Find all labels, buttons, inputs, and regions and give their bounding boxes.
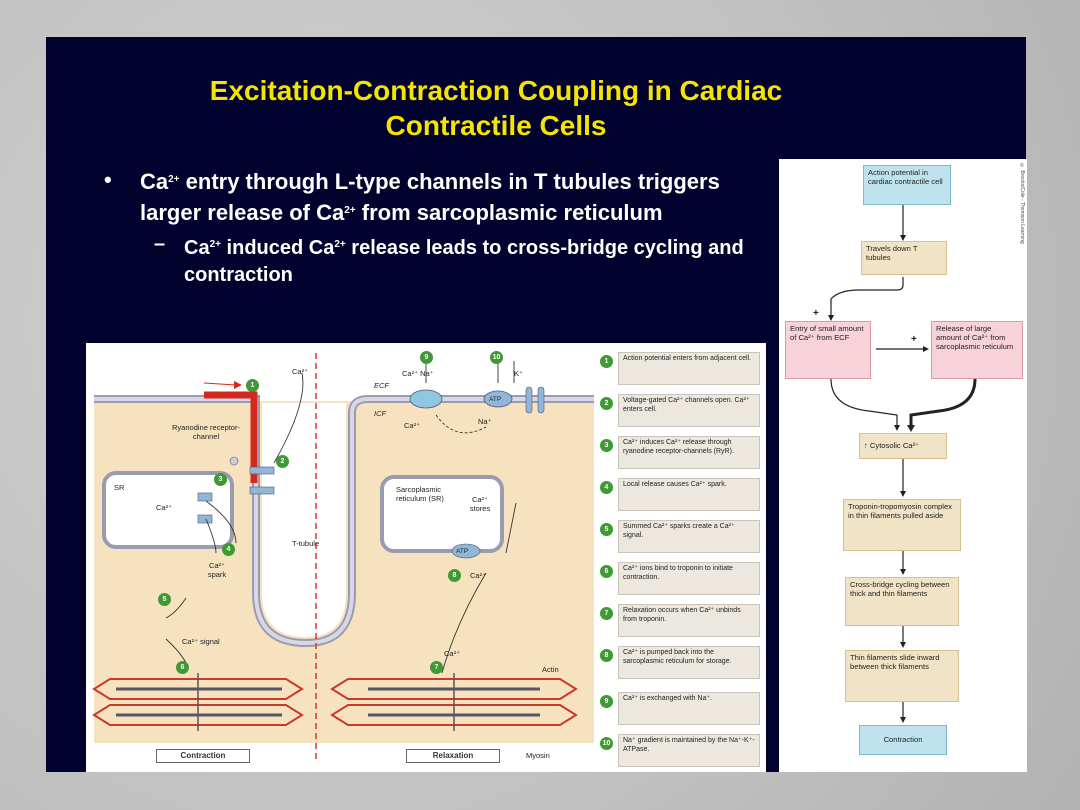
label-sr: SR [114,483,125,492]
label-atp-2: ATP [456,548,469,555]
diagram-step-8: 8 [448,569,461,582]
label-atp-1: ATP [489,396,502,403]
flow-cytosolic-ca: ↑ Cytosolic Ca²⁺ [859,433,947,459]
cell-illustration [92,353,594,763]
label-ca-spark: Ca²⁺ spark [207,561,227,579]
step-item: 7 Relaxation occurs when Ca²⁺ unbinds fro… [600,603,766,639]
b1-text-b: entry through L-type channels in T tubul… [140,169,720,225]
bullet-list: •Ca2+ entry through L-type channels in T… [104,165,754,289]
flow-plus-2: + [911,334,917,345]
diagram-step-2: 2 [276,455,289,468]
diagram-step-7: 7 [430,661,443,674]
step-item: 6 Ca²⁺ ions bind to troponin to initiate … [600,561,766,597]
cell-diagram: 1 2 3 4 5 6 7 8 9 10 Ryanodine receptor-… [86,343,766,772]
caption-relaxation: Relaxation [406,749,500,763]
flow-release-large-ca: Release of large amount of Ca²⁺ from sar… [931,321,1023,379]
step-text: Summed Ca²⁺ sparks create a Ca²⁺ signal. [618,520,760,553]
step-number: 8 [600,649,613,662]
step-item: 5 Summed Ca²⁺ sparks create a Ca²⁺ signal… [600,519,766,555]
label-ca-signal: Ca²⁺ signal [182,637,220,646]
step-item: 2 Voltage-gated Ca²⁺ channels open. Ca²⁺ … [600,393,766,429]
label-ca-in: Ca²⁺ [404,421,421,430]
bullet-sub: –Ca2+ induced Ca2+ release leads to cros… [154,233,744,286]
label-k: K⁺ [514,369,523,378]
label-t-tubule: T-tubule [292,539,320,548]
step-text: Ca²⁺ is pumped back into the sarcoplasmi… [618,646,760,679]
label-actin: Actin [542,665,559,674]
diagram-step-10: 10 [490,351,503,364]
step-item: 9 Ca²⁺ is exchanged with Na⁺. [600,691,766,727]
label-ryanodine: Ryanodine receptor-channel [172,423,240,441]
step-text: Voltage-gated Ca²⁺ channels open. Ca²⁺ e… [618,394,760,427]
b2-sup-a: 2+ [209,239,221,250]
step-item: 8 Ca²⁺ is pumped back into the sarcoplasm… [600,645,766,681]
slide-title: Excitation-Contraction Coupling in Cardi… [46,73,946,143]
b1-text-a: Ca [140,169,169,194]
step-number: 1 [600,355,613,368]
flow-action-potential: Action potential in cardiac contractile … [863,165,951,205]
step-number: 9 [600,695,613,708]
step-item: 10 Na⁺ gradient is maintained by the Na⁺-… [600,733,766,769]
bullet-main: •Ca2+ entry through L-type channels in T… [104,167,720,225]
label-sarcoplasmic: Sarcoplasmic reticulum (SR) [396,485,444,503]
step-text: Ca²⁺ is exchanged with Na⁺. [618,692,760,725]
step-number: 7 [600,607,613,620]
title-line-2: Contractile Cells [385,110,607,141]
label-ca-sr: Ca²⁺ [156,503,173,512]
caption-contraction: Contraction [156,749,250,763]
step-item: 3 Ca²⁺ induces Ca²⁺ release through ryano… [600,435,766,471]
diagram-step-3: 3 [214,473,227,486]
step-text: Action potential enters from adjacent ce… [618,352,760,385]
label-ca-na: Ca²⁺ Na⁺ [402,369,434,378]
flowchart-arrows [828,205,977,723]
step-text: Ca²⁺ induces Ca²⁺ release through ryanod… [618,436,760,469]
b2-sup-b: 2+ [334,239,346,250]
label-myosin: Myosin [526,751,550,760]
b2-text-a: Ca [184,237,210,259]
step-text: Relaxation occurs when Ca²⁺ unbinds from… [618,604,760,637]
step-number: 6 [600,565,613,578]
flow-entry-small-ca: Entry of small amount of Ca²⁺ from ECF [785,321,871,379]
diagram-step-4: 4 [222,543,235,556]
b1-sup-a: 2+ [168,174,180,185]
step-item: 4 Local release causes Ca²⁺ spark. [600,477,766,513]
flow-crossbridge: Cross-bridge cycling between thick and t… [845,577,959,626]
label-ca-8: Ca²⁺ [470,571,487,580]
flowchart-panel: © Brooks/Cole - Thomson Learning Action … [779,159,1027,772]
step-text: Na⁺ gradient is maintained by the Na⁺-K⁺… [618,734,760,767]
label-stores: Ca²⁺ stores [469,495,491,513]
flow-troponin: Troponin-tropomyosin complex in thin fil… [843,499,961,551]
step-item: 1 Action potential enters from adjacent c… [600,351,766,387]
step-number: 3 [600,439,613,452]
diagram-step-1: 1 [246,379,259,392]
b1-text-c: from sarcoplasmic reticulum [355,200,663,225]
title-line-1: Excitation-Contraction Coupling in Cardi… [209,75,783,106]
copyright-note: © Brooks/Cole - Thomson Learning [1019,163,1025,244]
b2-text-b: induced Ca [220,237,335,259]
step-text: Ca²⁺ ions bind to troponin to initiate c… [618,562,760,595]
diagram-step-6: 6 [176,661,189,674]
flow-travels-t-tubules: Travels down T tubules [861,241,947,275]
step-number: 2 [600,397,613,410]
flow-thin-slide: Thin filaments slide inward between thic… [845,650,959,702]
label-na-in: Na⁺ [478,417,492,426]
label-ca-7: Ca²⁺ [444,649,461,658]
step-number: 5 [600,523,613,536]
step-number: 4 [600,481,613,494]
b2-text-c: release leads to cross-bridge cycling an… [184,237,744,286]
diagram-step-9: 9 [420,351,433,364]
flow-contraction: Contraction [859,725,947,755]
label-ecf: ECF [374,381,389,390]
diagram-step-5: 5 [158,593,171,606]
b1-sup-b: 2+ [344,205,356,216]
label-icf: ICF [374,409,387,418]
flow-plus-1: + [813,308,819,319]
step-number: 10 [600,737,613,750]
label-ca-top: Ca²⁺ [292,367,309,376]
step-text: Local release causes Ca²⁺ spark. [618,478,760,511]
